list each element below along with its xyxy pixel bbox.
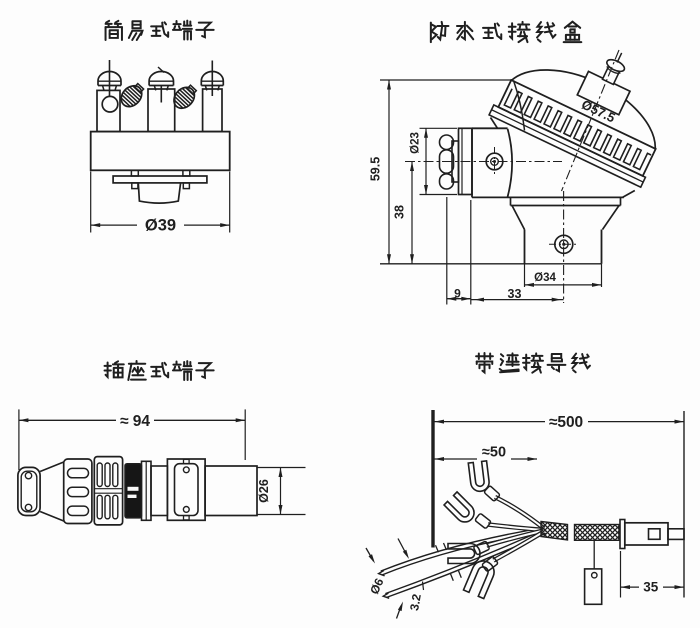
svg-text:3.2: 3.2	[407, 593, 424, 612]
svg-text:≈50: ≈50	[482, 445, 506, 461]
svg-text:Ø39: Ø39	[145, 216, 176, 234]
svg-text:38: 38	[393, 205, 407, 219]
svg-text:33: 33	[508, 287, 522, 301]
svg-text:≈ 94: ≈ 94	[120, 413, 150, 430]
svg-text:Ø23: Ø23	[410, 132, 422, 154]
svg-text:Ø26: Ø26	[257, 479, 271, 503]
svg-text:Ø6: Ø6	[367, 576, 387, 597]
svg-text:Ø34: Ø34	[534, 272, 556, 284]
svg-text:≈500: ≈500	[549, 414, 583, 431]
svg-text:59.5: 59.5	[369, 157, 383, 181]
svg-text:35: 35	[643, 580, 659, 595]
svg-text:9: 9	[454, 286, 461, 300]
